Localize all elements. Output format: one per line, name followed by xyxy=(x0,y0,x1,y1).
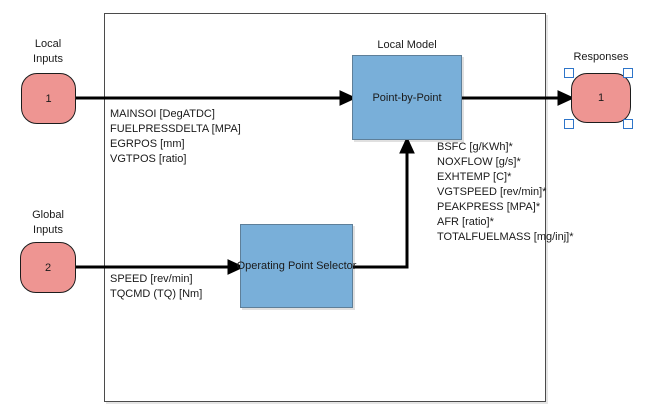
responses-label: Responses xyxy=(573,51,629,63)
selection-handle-top-right[interactable] xyxy=(623,68,633,78)
inport-global-inputs-number: 2 xyxy=(44,261,52,274)
local-inputs-label: Local Inputs xyxy=(33,38,63,65)
signal-label: VGTSPEED [rev/min]* xyxy=(437,186,547,198)
signal-label: EGRPOS [mm] xyxy=(110,138,185,150)
arrowhead-into-responses xyxy=(557,90,575,106)
global-inputs-label: Global Inputs xyxy=(32,209,64,236)
signal-label: NOXFLOW [g/s]* xyxy=(437,156,521,168)
signal-label: AFR [ratio]* xyxy=(437,216,494,228)
selection-handle-bottom-right[interactable] xyxy=(623,119,633,129)
signal-label: SPEED [rev/min] xyxy=(110,273,193,285)
subsystem-boundary xyxy=(104,13,546,402)
signal-label: MAINSOI [DegATDC] xyxy=(110,108,215,120)
response-signal-labels: BSFC [g/KWh]* NOXFLOW [g/s]* EXHTEMP [C]… xyxy=(437,140,574,245)
signal-label: EXHTEMP [C]* xyxy=(437,171,512,183)
inport-local-inputs[interactable]: 1 xyxy=(21,73,76,124)
signal-label: TQCMD (TQ) [Nm] xyxy=(110,288,203,300)
point-by-point-block[interactable]: Point-by-Point xyxy=(352,55,462,140)
arrowhead-into-operating-point-selector xyxy=(227,259,245,275)
signal-label: FUELPRESSDELTA [MPA] xyxy=(110,123,241,135)
outport-responses-number: 1 xyxy=(597,92,605,104)
inport-global-inputs[interactable]: 2 xyxy=(20,242,76,293)
signal-label: BSFC [g/KWh]* xyxy=(437,141,513,153)
inport-local-inputs-number: 1 xyxy=(45,92,52,105)
signal-label: VGTPOS [ratio] xyxy=(110,153,187,165)
signal-label: PEAKPRESS [MPA]* xyxy=(437,201,541,213)
operating-point-selector-label: Operating Point Selector xyxy=(236,260,357,272)
operating-point-selector-block[interactable]: Operating Point Selector xyxy=(237,224,356,308)
outport-responses[interactable]: 1 xyxy=(571,73,631,123)
point-by-point-block-label: Point-by-Point xyxy=(372,91,442,104)
selection-handle-bottom-left[interactable] xyxy=(564,119,574,129)
wire-operating-point-selector-to-point-by-point[interactable] xyxy=(353,152,409,269)
arrowhead-up-into-point-by-point xyxy=(399,136,415,154)
local-model-title: Local Model xyxy=(377,39,437,51)
signal-label: TOTALFUELMASS [mg/inj]* xyxy=(437,231,574,243)
local-input-signal-labels: MAINSOI [DegATDC] FUELPRESSDELTA [MPA] E… xyxy=(110,107,241,167)
selection-handle-top-left[interactable] xyxy=(564,68,574,78)
global-input-signal-labels: SPEED [rev/min] TQCMD (TQ) [Nm] xyxy=(110,272,202,302)
arrowhead-into-point-by-point xyxy=(339,90,357,106)
